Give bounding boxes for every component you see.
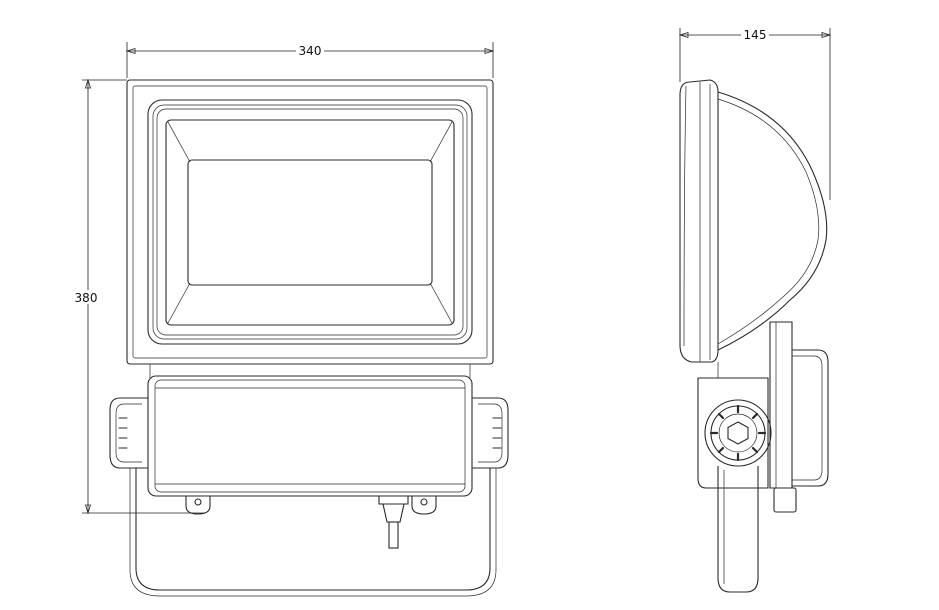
front-neck: [149, 364, 471, 378]
width-dimension: 340: [125, 42, 495, 78]
side-dome: [717, 91, 828, 351]
side-view: 145: [678, 27, 832, 593]
driver-box: [147, 375, 473, 497]
height-dimension: 380: [74, 78, 205, 515]
depth-dimension: 145: [678, 27, 832, 200]
front-view: 340 380: [74, 42, 509, 597]
side-bracket-arm: [717, 466, 759, 593]
mounting-bracket: [129, 468, 497, 597]
width-dimension-label: 340: [299, 44, 322, 58]
led-panel: [165, 119, 455, 326]
bottom-lugs: [185, 496, 437, 515]
height-dimension-label: 380: [75, 291, 98, 305]
depth-dimension-label: 145: [744, 28, 767, 42]
front-housing: [126, 79, 494, 365]
side-driver-box: [769, 321, 829, 513]
cable-gland: [378, 495, 409, 549]
side-rotary-joint: [704, 399, 772, 467]
side-knuckle-block: [697, 362, 769, 489]
right-hinge-knuckle: [472, 397, 509, 469]
side-front-frame: [679, 79, 719, 363]
left-hinge-knuckle: [109, 397, 148, 469]
